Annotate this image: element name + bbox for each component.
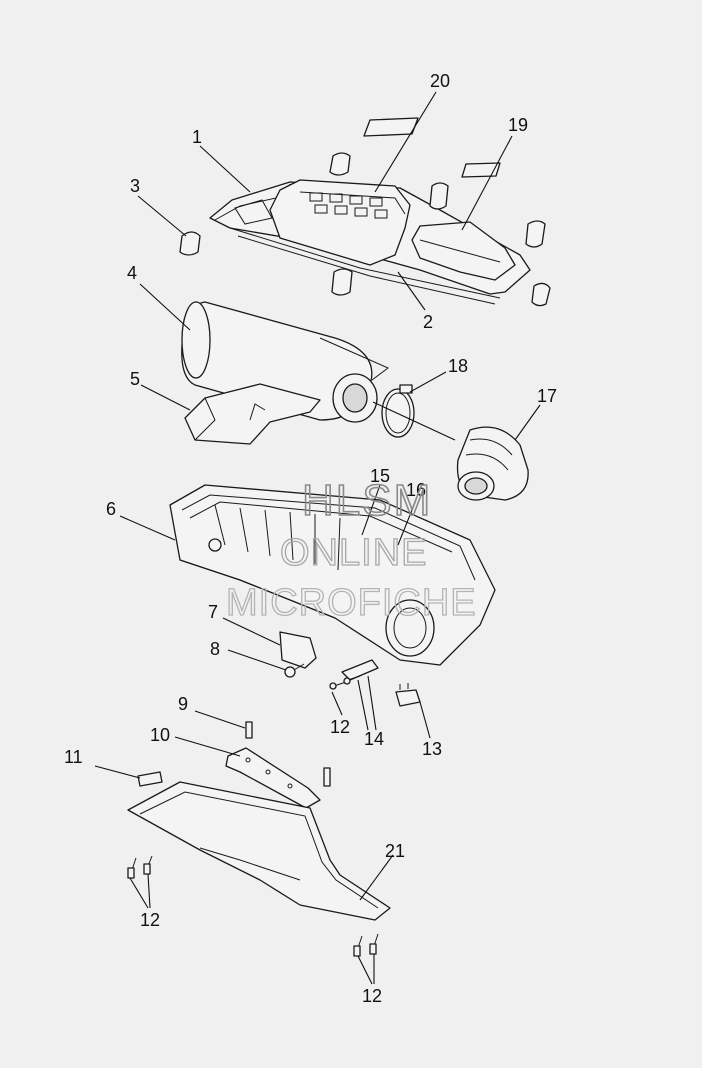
part-12-rivets-lower [127,855,379,957]
callout-15: 15 [370,466,390,486]
callout-8: 8 [210,639,220,659]
callout-12-bottom: 12 [362,986,382,1006]
part-11-pad [137,771,163,787]
part-18-clamp [381,384,415,438]
callout-16: 16 [406,480,426,500]
callout-12-upper: 12 [330,717,350,737]
callout-21: 21 [385,841,405,861]
part-8-screw [284,663,305,678]
callout-20: 20 [430,71,450,91]
callout-12-left: 12 [140,910,160,930]
part-13-sensor [395,683,421,707]
part-21-shield-plate [127,781,391,921]
part-5-foam-pad [184,383,321,445]
part-1-airbox-cover [209,179,531,305]
callout-7: 7 [208,602,218,622]
watermark-line-1: HLSM [302,476,432,525]
watermark-line-3: MICROFICHE [226,582,477,624]
callout-4: 4 [127,263,137,283]
callout-13: 13 [422,739,442,759]
callout-2: 2 [423,312,433,332]
callout-1: 1 [192,127,202,147]
callout-14: 14 [364,729,384,749]
part-4-air-filter [181,301,389,423]
callout-9: 9 [178,694,188,714]
callout-10: 10 [150,725,170,745]
part-20-decal [363,117,419,137]
callout-17: 17 [537,386,557,406]
part-19-decal [461,162,501,178]
callout-18: 18 [448,356,468,376]
callout-3: 3 [130,176,140,196]
callout-6: 6 [106,499,116,519]
part-6-airbox-base [169,484,496,666]
watermark-line-2: ONLINE [280,532,427,574]
part-12-screws-upper [329,675,361,690]
callout-5: 5 [130,369,140,389]
leader-lines [94,91,541,985]
callout-11: 11 [64,747,83,767]
part-14-wire [341,659,379,681]
part-3-clips [179,152,551,307]
callout-labels: 20 19 1 3 2 4 18 5 17 15 16 6 7 8 12 14 … [64,71,557,1006]
part-9-rivet [245,721,253,739]
watermark: HLSM ONLINE MICROFICHE [225,475,477,624]
part-17-intake-boot [456,426,529,501]
callout-19: 19 [508,115,528,135]
part-7-bracket [279,631,317,669]
